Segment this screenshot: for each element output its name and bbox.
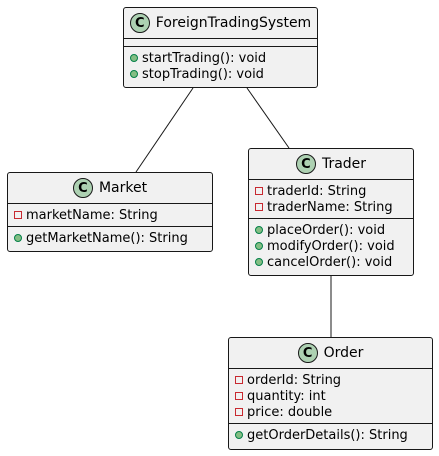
class-header: C Order (229, 338, 432, 368)
association-line-fts-trader (246, 87, 290, 149)
private-visibility-icon (14, 211, 22, 219)
public-visibility-icon (130, 70, 138, 78)
public-visibility-icon (255, 226, 263, 234)
method-text: startTrading(): void (142, 50, 267, 66)
method-row: getMarketName(): String (14, 230, 212, 246)
private-visibility-icon (235, 408, 243, 416)
attribute-row: price: double (235, 404, 432, 420)
class-stereotype-icon: C (72, 178, 93, 198)
method-row: modifyOrder(): void (255, 238, 413, 254)
class-stereotype-icon: C (295, 154, 316, 174)
method-text: stopTrading(): void (142, 66, 264, 82)
class-name: Market (98, 180, 148, 196)
class-header: C Trader (249, 149, 413, 179)
attribute-text: marketName: String (26, 207, 158, 223)
private-visibility-icon (235, 376, 243, 384)
public-visibility-icon (130, 54, 138, 62)
method-row: cancelOrder(): void (255, 254, 413, 270)
class-name: Trader (321, 156, 367, 172)
method-row: stopTrading(): void (130, 66, 317, 82)
class-fts: C ForeignTradingSystem startTrading(): voi… (123, 7, 318, 88)
method-text: getMarketName(): String (26, 230, 188, 246)
class-stereotype-icon: C (129, 13, 150, 33)
method-text: getOrderDetails(): String (247, 427, 408, 443)
attribute-row: quantity: int (235, 388, 432, 404)
method-row: startTrading(): void (130, 50, 317, 66)
class-header: C Market (8, 173, 212, 203)
attribute-text: traderId: String (267, 183, 367, 199)
method-text: placeOrder(): void (267, 222, 386, 238)
methods-section: getMarketName(): String (8, 226, 212, 249)
private-visibility-icon (255, 187, 263, 195)
attribute-text: quantity: int (247, 388, 326, 404)
public-visibility-icon (14, 234, 22, 242)
attribute-text: traderName: String (267, 199, 393, 215)
class-name: Order (323, 345, 364, 361)
attribute-text: orderId: String (247, 372, 342, 388)
attribute-row: marketName: String (14, 207, 212, 223)
attributes-section (124, 38, 317, 46)
attribute-row: orderId: String (235, 372, 432, 388)
attributes-section: marketName: String (8, 203, 212, 226)
attribute-row: traderName: String (255, 199, 413, 215)
public-visibility-icon (235, 431, 243, 439)
method-text: cancelOrder(): void (267, 254, 393, 270)
public-visibility-icon (255, 258, 263, 266)
attribute-text: price: double (247, 404, 333, 420)
private-visibility-icon (235, 392, 243, 400)
method-text: modifyOrder(): void (267, 238, 395, 254)
method-row: getOrderDetails(): String (235, 427, 432, 443)
method-row: placeOrder(): void (255, 222, 413, 238)
public-visibility-icon (255, 242, 263, 250)
class-header: C ForeignTradingSystem (124, 8, 317, 38)
methods-section: getOrderDetails(): String (229, 423, 432, 446)
private-visibility-icon (255, 203, 263, 211)
association-line-fts-market (135, 87, 194, 173)
class-stereotype-icon: C (297, 343, 318, 363)
class-name: ForeignTradingSystem (155, 15, 312, 31)
attribute-row: traderId: String (255, 183, 413, 199)
class-market: C Market marketName: String getMarketName()… (7, 172, 213, 252)
